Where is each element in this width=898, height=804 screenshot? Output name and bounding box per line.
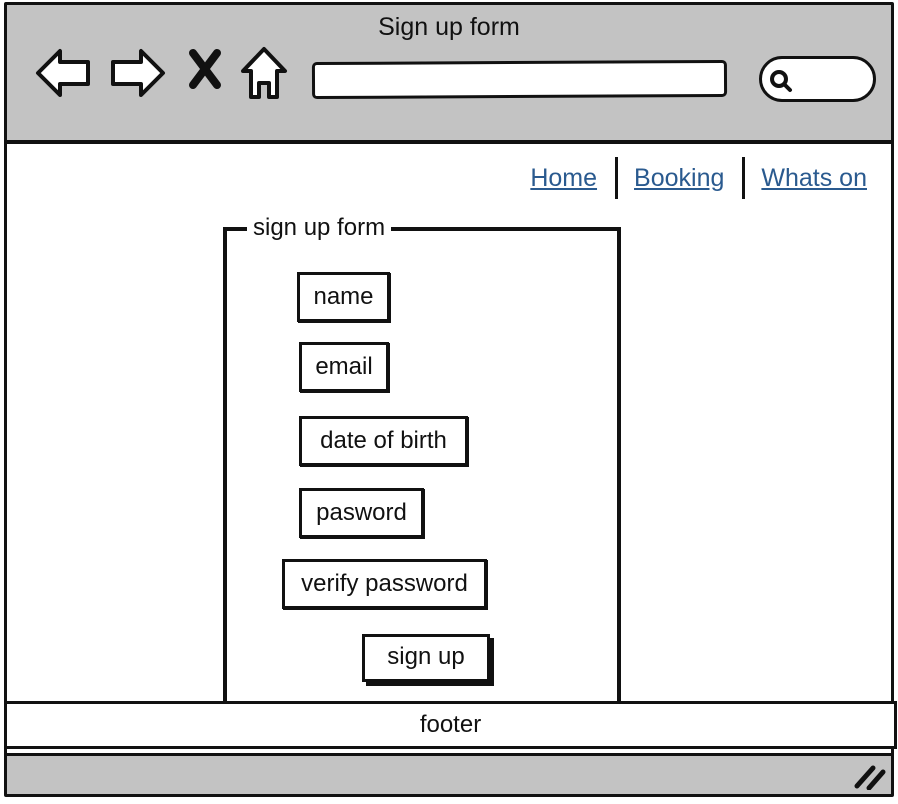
address-bar-input[interactable]: [311, 59, 728, 100]
search-icon: [770, 70, 792, 92]
password-field[interactable]: pasword: [299, 488, 424, 538]
nav-divider: [742, 157, 746, 199]
nav-link-booking[interactable]: Booking: [634, 163, 725, 192]
nav-link-whats-on[interactable]: Whats on: [761, 163, 867, 192]
sign-up-button[interactable]: sign up: [362, 634, 490, 682]
status-bar: [7, 753, 891, 794]
close-x-icon[interactable]: [187, 47, 223, 96]
email-field[interactable]: email: [299, 342, 389, 392]
browser-window: Sign up form: [4, 2, 897, 797]
footer: footer: [4, 701, 897, 749]
search-input[interactable]: [759, 56, 876, 102]
back-arrow-icon[interactable]: [34, 45, 94, 106]
nav-links: Home Booking Whats on: [530, 157, 867, 199]
browser-titlebar: Sign up form: [7, 5, 891, 144]
nav-link-home[interactable]: Home: [530, 163, 598, 192]
form-legend: sign up form: [247, 216, 392, 240]
forward-arrow-icon[interactable]: [107, 45, 167, 106]
name-field[interactable]: name: [297, 272, 390, 322]
signup-form-group: sign up form name email date of birth pa…: [223, 216, 621, 707]
date-of-birth-field[interactable]: date of birth: [299, 416, 468, 466]
resize-grip-icon[interactable]: [853, 762, 887, 795]
window-title: Sign up form: [378, 13, 520, 41]
home-icon[interactable]: [239, 45, 289, 108]
verify-password-field[interactable]: verify password: [282, 559, 487, 609]
nav-divider: [615, 157, 619, 199]
